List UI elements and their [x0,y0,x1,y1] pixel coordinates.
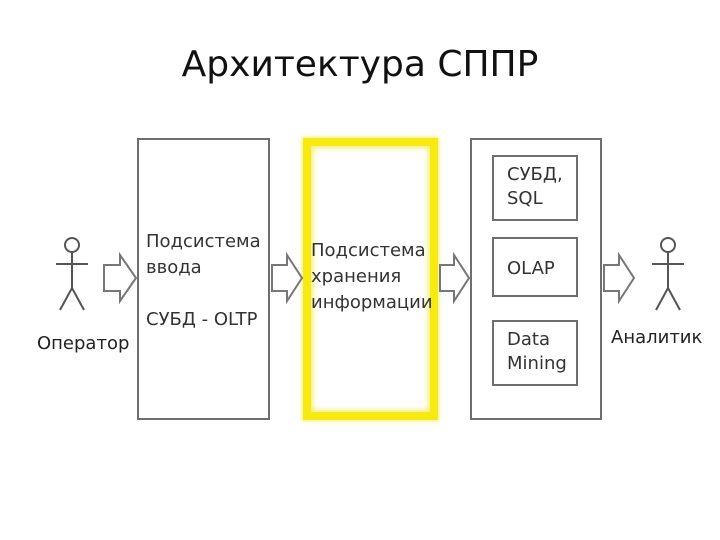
input-subsystem-box [137,138,270,420]
storage-subsystem-box [303,138,438,420]
analyst-figure-icon [652,237,684,311]
analyst-label: Аналитик [611,327,703,348]
storage-subsystem-label: Подсистема хранения информации [311,240,433,313]
arrow-storage-to-analysis [439,251,471,305]
arrow-operator-to-input [103,251,138,305]
analysis-olap-box: OLAP [492,237,578,297]
diagram-title: Архитектура СППР [181,44,539,85]
operator-label: Оператор [37,333,130,354]
arrow-analysis-to-analyst [603,251,636,305]
arrow-input-to-storage [271,251,304,305]
analysis-dbms-sql-box: СУБД, SQL [492,155,578,221]
analysis-data-mining-box: Data Mining [492,320,578,386]
operator-figure-icon [56,237,88,311]
input-subsystem-label: Подсистема ввода [146,231,261,278]
input-subsystem-dbms-label: СУБД - OLTP [146,309,258,330]
